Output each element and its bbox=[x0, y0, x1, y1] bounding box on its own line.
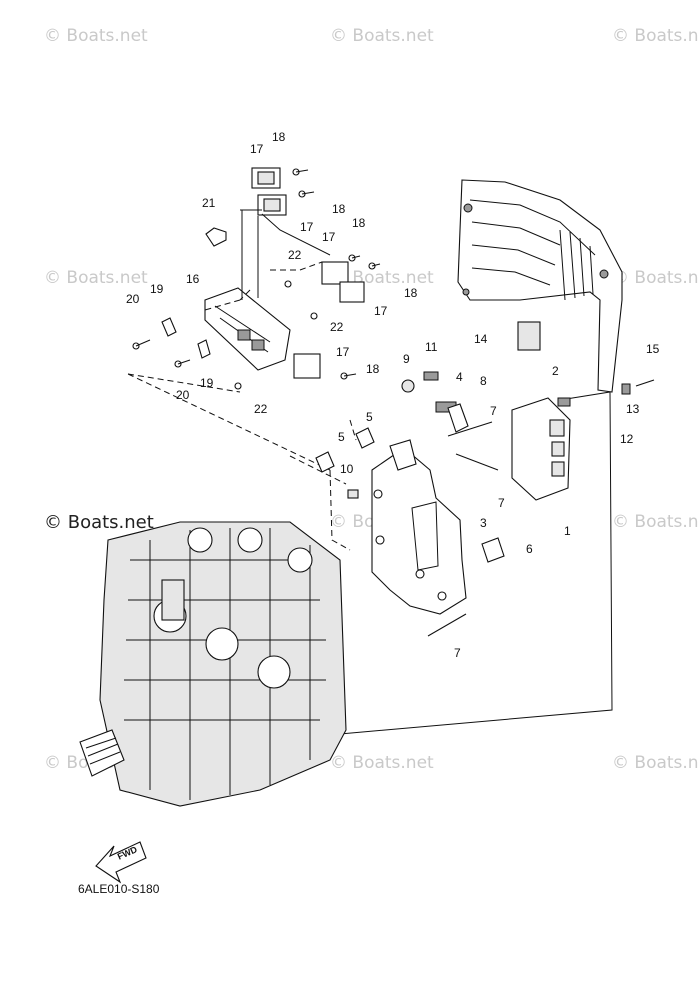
diagram-code: 6ALE010-S180 bbox=[78, 882, 160, 896]
callout-21: 21 bbox=[202, 196, 216, 210]
watermark: © Boats.net bbox=[44, 26, 148, 46]
callout-19: 19 bbox=[150, 282, 164, 296]
ecu-bracket bbox=[315, 371, 655, 637]
callout-18: 18 bbox=[332, 202, 346, 216]
watermark: © Boats.net bbox=[330, 26, 434, 46]
electrical-cover bbox=[457, 179, 623, 393]
callout-22: 22 bbox=[330, 320, 344, 334]
callout-10: 10 bbox=[340, 462, 354, 476]
callout-8: 8 bbox=[480, 374, 487, 388]
callout-7: 7 bbox=[490, 404, 497, 418]
callout-4: 4 bbox=[456, 370, 463, 384]
callout-18: 18 bbox=[352, 216, 366, 230]
callout-22: 22 bbox=[288, 248, 302, 262]
callout-2: 2 bbox=[552, 364, 559, 378]
relay-bracket bbox=[132, 167, 381, 390]
callout-16: 16 bbox=[186, 272, 200, 286]
callout-17: 17 bbox=[374, 304, 388, 318]
callout-3: 3 bbox=[480, 516, 487, 530]
callout-22: 22 bbox=[254, 402, 268, 416]
watermark: © Boats.net bbox=[330, 753, 434, 773]
engine-block bbox=[79, 521, 347, 807]
watermark: © Boats.net bbox=[612, 268, 698, 288]
callout-17: 17 bbox=[322, 230, 336, 244]
callout-9: 9 bbox=[403, 352, 410, 366]
callout-5: 5 bbox=[338, 430, 345, 444]
watermark: © Boats.net bbox=[612, 512, 698, 532]
watermark: © Boats.net bbox=[612, 26, 698, 46]
watermark: © Boats.net bbox=[612, 753, 698, 773]
callout-20: 20 bbox=[126, 292, 140, 306]
callout-17: 17 bbox=[336, 345, 350, 359]
fwd-arrow-icon bbox=[95, 841, 147, 884]
callout-7: 7 bbox=[498, 496, 505, 510]
callout-11: 11 bbox=[425, 340, 438, 354]
callout-20: 20 bbox=[176, 388, 190, 402]
callout-19: 19 bbox=[200, 376, 214, 390]
callout-5: 5 bbox=[366, 410, 373, 424]
callout-13: 13 bbox=[626, 402, 640, 416]
callout-17: 17 bbox=[300, 220, 314, 234]
watermark: © Boats.net bbox=[44, 268, 148, 288]
callout-17: 17 bbox=[250, 142, 264, 156]
callout-15: 15 bbox=[646, 342, 660, 356]
watermark: © Boats.net bbox=[44, 512, 154, 533]
callout-18: 18 bbox=[366, 362, 380, 376]
callout-18: 18 bbox=[404, 286, 418, 300]
callout-18: 18 bbox=[272, 130, 286, 144]
leader-lines bbox=[127, 261, 613, 735]
callout-6: 6 bbox=[526, 542, 533, 556]
callout-7: 7 bbox=[454, 646, 461, 660]
callout-1: 1 bbox=[564, 524, 571, 538]
callout-12: 12 bbox=[620, 432, 634, 446]
callout-14: 14 bbox=[474, 332, 488, 346]
